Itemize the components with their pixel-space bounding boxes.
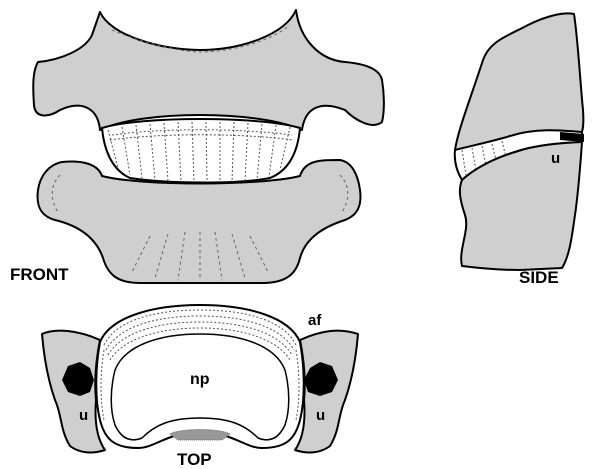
side-u-label: u — [551, 150, 560, 167]
side-label: SIDE — [519, 268, 559, 287]
left-u-label: u — [79, 407, 88, 424]
front-label: FRONT — [10, 265, 69, 284]
side-upper-vertebra — [455, 13, 583, 150]
front-disc — [102, 119, 300, 183]
side-view: u SIDE — [455, 13, 584, 287]
front-upper-vertebra — [33, 10, 384, 130]
right-u-label: u — [316, 407, 325, 424]
annulus-label: af — [308, 312, 322, 329]
top-view: af np u u TOP — [42, 305, 358, 469]
top-label: TOP — [177, 450, 212, 469]
nucleus-label: np — [190, 371, 210, 388]
front-view: FRONT — [10, 10, 384, 284]
